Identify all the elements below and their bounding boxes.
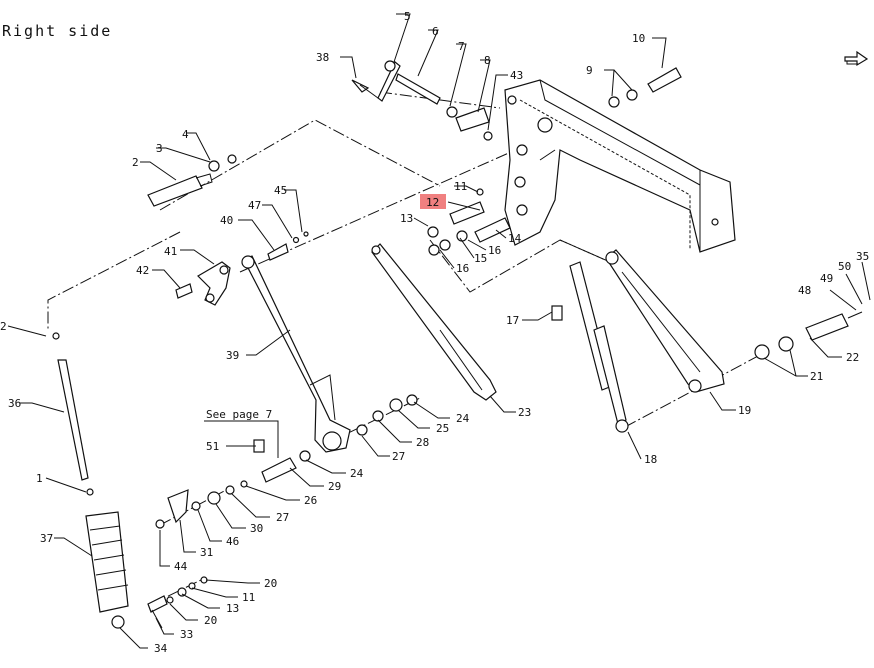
callout-20-bottom[interactable]: 20 [204,614,217,627]
callout-33[interactable]: 33 [180,628,193,641]
callout-2-top[interactable]: 2 [132,156,139,169]
callout-51[interactable]: 51 [206,440,219,453]
leader-lines [7,13,871,649]
callout-1[interactable]: 1 [36,472,43,485]
callout-4[interactable]: 4 [182,128,189,141]
callout-38[interactable]: 38 [316,51,329,64]
part-pin-2 [147,154,237,207]
callout-44[interactable]: 44 [174,560,188,573]
part-cylinder-18 [551,261,629,433]
see-page-note: See page 7 [204,408,279,458]
callout-9[interactable]: 9 [586,64,593,77]
main-frame [504,79,736,253]
callout-31[interactable]: 31 [200,546,213,559]
callout-2-left[interactable]: 2 [0,320,7,333]
callout-35[interactable]: 35 [856,250,869,263]
part-bracket-41 [175,231,309,306]
callout-41[interactable]: 41 [164,245,177,258]
see-page-note-text: See page 7 [206,408,272,421]
callout-12[interactable]: 12 [426,196,439,209]
part-spring-37 [85,511,129,629]
part-lever-assembly [351,60,493,141]
callout-24-left[interactable]: 24 [350,467,364,480]
part-arm-23 [371,243,497,401]
callout-20-top[interactable]: 20 [264,577,277,590]
callout-23[interactable]: 23 [518,406,531,419]
callout-42[interactable]: 42 [136,264,149,277]
callout-15[interactable]: 15 [474,252,487,265]
callout-11-bottom[interactable]: 11 [242,591,255,604]
view-title: Right side [2,22,113,40]
callout-45[interactable]: 45 [274,184,287,197]
callout-18[interactable]: 18 [644,453,657,466]
highlight-part-12 [420,194,446,209]
callout-11-top[interactable]: 11 [454,180,467,193]
callout-22[interactable]: 22 [846,351,859,364]
callout-46[interactable]: 46 [226,535,239,548]
callout-49[interactable]: 49 [820,272,833,285]
callout-34[interactable]: 34 [154,642,168,655]
callout-16-right[interactable]: 16 [488,244,501,257]
part-pin-22 [754,311,863,360]
callout-48[interactable]: 48 [798,284,811,297]
part-bottom-pin [147,576,208,629]
callout-6[interactable]: 6 [432,25,439,38]
callout-37[interactable]: 37 [40,532,53,545]
callout-43[interactable]: 43 [510,69,523,82]
callout-10[interactable]: 10 [632,32,645,45]
callout-13-bottom[interactable]: 13 [226,602,239,615]
callout-50[interactable]: 50 [838,260,851,273]
callout-27-top[interactable]: 27 [392,450,405,463]
callout-21[interactable]: 21 [810,370,823,383]
callout-30[interactable]: 30 [250,522,263,535]
callout-24-right[interactable]: 24 [456,412,470,425]
callout-8[interactable]: 8 [484,54,491,67]
callout-25[interactable]: 25 [436,422,449,435]
callout-40[interactable]: 40 [220,214,233,227]
callout-17[interactable]: 17 [506,314,519,327]
part-arm-39 [241,255,351,453]
callout-26[interactable]: 26 [304,494,317,507]
part-shaft-36 [52,332,94,496]
callout-39[interactable]: 39 [226,349,239,362]
callout-14[interactable]: 14 [508,232,522,245]
part-arm-19 [605,249,725,393]
callout-13-top[interactable]: 13 [400,212,413,225]
callout-3[interactable]: 3 [156,142,163,155]
callout-19[interactable]: 19 [738,404,751,417]
callout-29[interactable]: 29 [328,480,341,493]
callout-16-left[interactable]: 16 [456,262,469,275]
next-page-arrow-icon[interactable] [843,49,869,67]
callout-28[interactable]: 28 [416,436,429,449]
part-bushings-lower [155,394,418,529]
part-bushings-center [427,188,511,256]
callout-labels: 5 6 7 8 43 38 9 10 4 3 2 45 47 40 41 42 … [0,10,869,655]
part-pins-9-10 [608,67,682,108]
callout-5[interactable]: 5 [404,10,411,23]
callout-7[interactable]: 7 [458,40,465,53]
callout-36[interactable]: 36 [8,397,21,410]
callout-47[interactable]: 47 [248,199,261,212]
callout-27-bottom[interactable]: 27 [276,511,289,524]
